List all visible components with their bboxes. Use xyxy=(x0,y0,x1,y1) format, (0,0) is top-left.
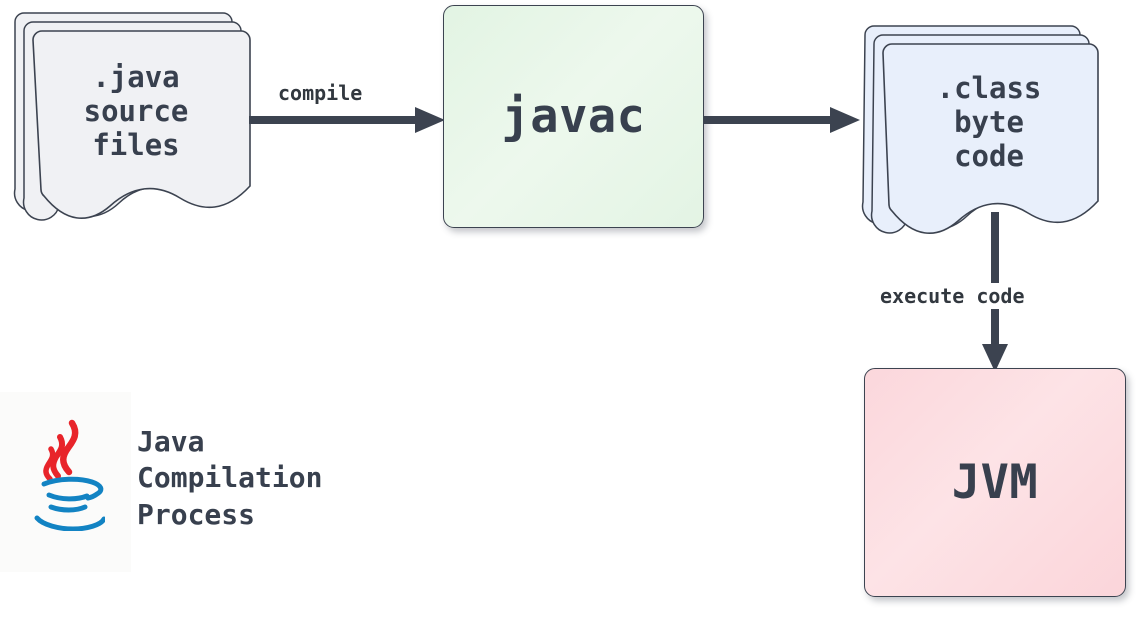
legend-title: Java Compilation Process xyxy=(137,425,323,531)
class-files-sheet-front xyxy=(882,43,1099,234)
javac-label: javac xyxy=(501,89,646,144)
java-logo xyxy=(27,415,105,531)
arrow-emit-bytecode xyxy=(704,104,860,136)
node-source-files[interactable]: .java source files xyxy=(10,12,258,221)
java-logo-steam xyxy=(43,419,79,482)
jvm-label: JVM xyxy=(951,455,1039,510)
node-class-files[interactable]: .class byte code xyxy=(860,25,1105,234)
edge-label-compile: compile xyxy=(274,83,367,103)
execute-arrow-head xyxy=(982,344,1008,372)
arrow-execute-code xyxy=(979,212,1011,372)
node-javac[interactable]: javac xyxy=(443,5,704,228)
emit-arrow-head xyxy=(830,107,860,133)
arrow-compile xyxy=(249,104,445,136)
source-files-sheet-front xyxy=(32,30,251,219)
compile-arrow-head xyxy=(415,107,445,133)
legend-panel xyxy=(0,392,131,572)
node-jvm[interactable]: JVM xyxy=(864,368,1126,597)
java-logo-cup xyxy=(34,476,105,531)
